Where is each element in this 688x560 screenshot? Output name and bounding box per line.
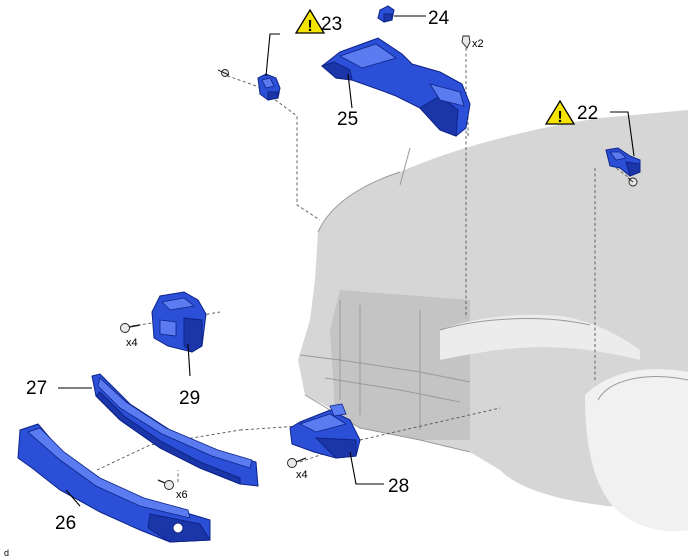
callout-26: 26 bbox=[55, 513, 76, 534]
warning-mark: ! bbox=[307, 18, 312, 35]
quantity-labels: x2 x4 x4 x6 bbox=[126, 38, 484, 501]
figure-corner-code: d bbox=[4, 548, 9, 558]
leader-lines bbox=[58, 15, 635, 507]
warning-mark: ! bbox=[557, 109, 562, 126]
part-23-bracket[interactable] bbox=[257, 73, 281, 101]
qty-clip-24: x2 bbox=[472, 38, 484, 50]
callout-23: 23 bbox=[321, 14, 342, 35]
qty-bolt-29: x4 bbox=[126, 337, 138, 349]
callout-29: 29 bbox=[179, 388, 200, 409]
callout-28: 28 bbox=[388, 476, 409, 497]
warning-triangle-icon: ! bbox=[544, 99, 576, 126]
callout-25: 25 bbox=[337, 109, 358, 130]
part-27-reinforcement[interactable] bbox=[91, 373, 259, 487]
warning-triangle-icon: ! bbox=[294, 8, 326, 35]
bolt-icon[interactable] bbox=[287, 457, 307, 468]
part-22-bracket[interactable] bbox=[605, 147, 641, 177]
vehicle-front-body bbox=[298, 110, 688, 532]
qty-bolt-28: x4 bbox=[296, 469, 308, 481]
qty-bolt-27: x6 bbox=[176, 489, 188, 501]
part-29-bracket[interactable] bbox=[151, 291, 207, 353]
callout-22: 22 bbox=[577, 103, 598, 124]
part-25-duct[interactable] bbox=[321, 37, 471, 137]
callout-labels: 22 23 24 25 26 27 28 29 bbox=[26, 8, 598, 534]
callout-24: 24 bbox=[428, 8, 450, 29]
bolt-icon[interactable] bbox=[120, 323, 141, 333]
bolt-icon[interactable] bbox=[627, 177, 638, 187]
callout-27: 27 bbox=[26, 378, 47, 399]
bolt-icon[interactable] bbox=[157, 479, 174, 490]
push-clip-icon[interactable] bbox=[461, 35, 471, 49]
part-28-bracket[interactable] bbox=[289, 403, 361, 459]
part-26-reinforcement[interactable] bbox=[17, 423, 211, 543]
bolt-icon[interactable] bbox=[217, 69, 230, 77]
part-24-clip[interactable] bbox=[377, 5, 395, 23]
